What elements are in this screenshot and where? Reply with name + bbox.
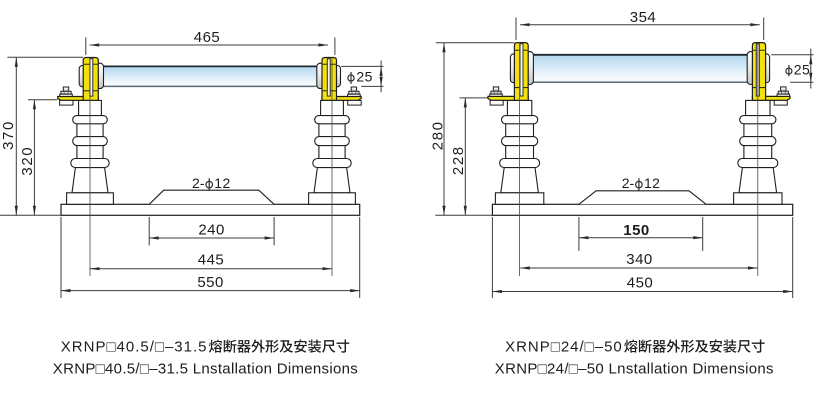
svg-text:XRNP□40.5/□–31.5 Lnstallation: XRNP□40.5/□–31.5 Lnstallation Dimensions bbox=[53, 361, 358, 378]
svg-text:465: 465 bbox=[194, 29, 221, 46]
svg-text:2-: 2- bbox=[622, 175, 635, 191]
svg-text:2-: 2- bbox=[192, 175, 205, 191]
svg-text:25: 25 bbox=[356, 69, 372, 85]
svg-text:150: 150 bbox=[623, 222, 650, 239]
svg-text:XRNP□24/□–50 Lnstallation Dime: XRNP□24/□–50 Lnstallation Dimensions bbox=[495, 361, 774, 378]
svg-text:25: 25 bbox=[794, 62, 810, 78]
svg-text:354: 354 bbox=[630, 9, 657, 26]
svg-text:550: 550 bbox=[197, 274, 224, 291]
svg-text:450: 450 bbox=[627, 274, 654, 291]
svg-text:320: 320 bbox=[19, 146, 36, 176]
svg-text:228: 228 bbox=[450, 145, 467, 175]
svg-text:XRNP□24/□–50: XRNP□24/□–50 bbox=[505, 339, 623, 356]
svg-text:280: 280 bbox=[429, 120, 446, 150]
svg-text:340: 340 bbox=[626, 251, 653, 268]
svg-text:12: 12 bbox=[214, 175, 230, 191]
svg-text:445: 445 bbox=[198, 252, 225, 269]
svg-text:XRNP□40.5/□–31.5: XRNP□40.5/□–31.5 bbox=[61, 339, 208, 356]
svg-text:240: 240 bbox=[198, 222, 225, 239]
svg-text:370: 370 bbox=[0, 120, 17, 150]
svg-text:12: 12 bbox=[644, 175, 660, 191]
